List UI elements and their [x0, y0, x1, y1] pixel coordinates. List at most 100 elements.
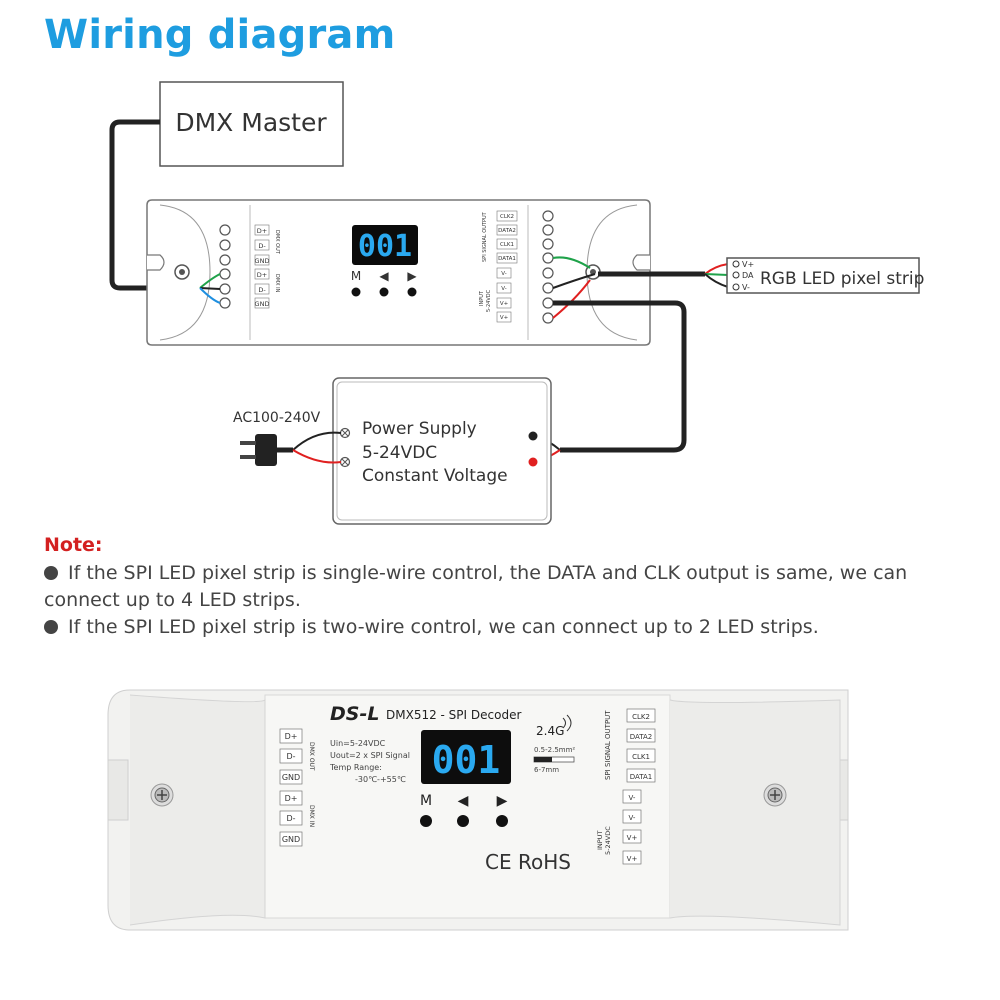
psu-line3: Constant Voltage: [362, 466, 508, 486]
psu-line1: Power Supply: [362, 419, 477, 439]
strip-pin-label: V+: [742, 260, 754, 269]
decoder-buttons: M ◀ ▶: [351, 269, 417, 297]
strip-pin-label: DA: [742, 271, 754, 280]
dmx-in-label: DMX IN: [274, 274, 280, 293]
terminal-label: GND: [255, 300, 270, 308]
terminal-label: GND: [282, 835, 300, 844]
decoder-left-screws: [219, 224, 231, 309]
product-name: DMX512 - SPI Decoder: [386, 708, 521, 722]
button-left[interactable]: [379, 287, 389, 297]
dmx-out-label: DMX OUT: [274, 230, 280, 255]
product-model: DS-L: [330, 703, 379, 725]
input-voltage-label: 5-24VDC: [604, 826, 612, 855]
bullet-icon: [44, 566, 58, 580]
button-label-m: M: [420, 793, 432, 809]
product-buttons: M ◀ ▶: [420, 793, 508, 827]
strip-pin-label: V-: [742, 283, 750, 292]
decoder-display-digits: 001: [358, 229, 412, 264]
wifi-icon: [562, 714, 572, 732]
power-cable: [553, 300, 687, 453]
terminal-label: D-: [258, 242, 266, 250]
terminal-label: D+: [257, 271, 267, 279]
button-label-right: ▶: [497, 793, 508, 809]
input-label: INPUT: [596, 831, 604, 850]
terminal-label: D-: [286, 752, 295, 761]
button-label-left: ◀: [458, 793, 469, 809]
product-specs: Uin=5-24VDC Uout=2 x SPI Signal Temp Ran…: [329, 739, 410, 784]
button-label-left: ◀: [379, 269, 389, 283]
terminal-label: CLK1: [632, 753, 650, 761]
product-right-terminals: CLK2 DATA2 CLK1 DATA1 SPI SIGNAL OUTPUT …: [596, 708, 656, 865]
terminal-label: GND: [255, 257, 270, 265]
button-right[interactable]: [496, 815, 508, 827]
terminal-label: DATA1: [498, 256, 516, 262]
button-left[interactable]: [457, 815, 469, 827]
psu-positive-terminal: [528, 457, 538, 467]
ac-plug-icon: [240, 434, 293, 466]
note-title: Note:: [44, 534, 103, 556]
terminal-label: D+: [257, 227, 267, 235]
rgb-strip-box: [726, 257, 920, 294]
product-photo: [107, 689, 849, 931]
rgb-strip-label: RGB LED pixel strip: [760, 269, 924, 289]
terminal-label: V-: [501, 286, 506, 292]
button-m[interactable]: [420, 815, 432, 827]
dmx-master-label: DMX Master: [175, 108, 327, 137]
dmx-wires: [199, 273, 221, 304]
terminal-label: V-: [501, 271, 506, 277]
power-supply-text: Power Supply 5-24VDC Constant Voltage: [362, 419, 508, 486]
terminal-label: V+: [627, 855, 638, 863]
note-item-1-text: If the SPI LED pixel strip is single-wir…: [68, 562, 908, 584]
terminal-label: D+: [285, 794, 298, 803]
terminal-label: D-: [286, 814, 295, 823]
spi-output-label: SPI SIGNAL OUTPUT: [482, 211, 488, 262]
terminal-label: CLK2: [500, 214, 514, 220]
terminal-label: DATA2: [498, 228, 516, 234]
decoder-right-screws: [542, 210, 554, 324]
ac-label: AC100-240V: [233, 410, 321, 426]
terminal-label: D+: [285, 732, 298, 741]
page-title: Wiring diagram: [44, 12, 396, 58]
wireless-label: 2.4G: [536, 724, 564, 738]
spec-line: -30℃-+55℃: [355, 775, 406, 784]
decoder-display: [352, 225, 418, 265]
terminal-label: V-: [629, 794, 636, 802]
decoder-left-terminals: D+ D- GND D+ D- GND DMX OUT DMX IN: [255, 224, 280, 309]
terminal-label: V+: [500, 301, 509, 307]
product-display: [421, 730, 511, 784]
spec-line: Uin=5-24VDC: [330, 739, 386, 748]
psu-line2: 5-24VDC: [362, 443, 437, 463]
terminal-label: DATA2: [630, 733, 653, 741]
terminal-label: CLK1: [500, 242, 514, 248]
terminal-label: D-: [258, 286, 266, 294]
power-supply-box: [332, 377, 552, 525]
terminal-label: V+: [627, 834, 638, 842]
button-right[interactable]: [407, 287, 417, 297]
note-item-2-text: If the SPI LED pixel strip is two-wire c…: [68, 616, 819, 638]
button-label-m: M: [351, 269, 361, 283]
wire-gauge: 0.5-2.5mm²: [534, 746, 575, 754]
product-left-terminals: D+ D- GND D+ D- GND DMX OUT DMX IN: [279, 728, 315, 847]
decoder-right-terminals: CLK2 DATA2 CLK1 DATA1 SPI SIGNAL OUTPUT …: [479, 210, 518, 323]
terminal-label: GND: [282, 773, 300, 782]
input-label: INPUT: [479, 290, 485, 306]
product-display-digits: 001: [432, 738, 501, 782]
wire-strip-length: 6-7mm: [534, 766, 559, 774]
terminal-label: V-: [629, 814, 636, 822]
spec-line: Temp Range:: [329, 763, 382, 772]
spi-output-label: SPI SIGNAL OUTPUT: [604, 710, 612, 780]
button-m[interactable]: [351, 287, 361, 297]
spec-line: Uout=2 x SPI Signal: [330, 751, 410, 760]
strip-pins: V+ DA V-: [732, 260, 754, 292]
note-item-1: If the SPI LED pixel strip is single-wir…: [44, 562, 907, 584]
dmx-in-label: DMX IN: [308, 805, 315, 827]
psu-negative-terminal: [528, 431, 538, 441]
dmx-master-box: [159, 81, 344, 167]
terminal-label: CLK2: [632, 713, 650, 721]
dmx-out-label: DMX OUT: [308, 742, 315, 771]
terminal-label: V+: [500, 315, 509, 321]
dmx-cable: [109, 119, 200, 291]
button-label-right: ▶: [407, 269, 417, 283]
bullet-icon: [44, 620, 58, 634]
